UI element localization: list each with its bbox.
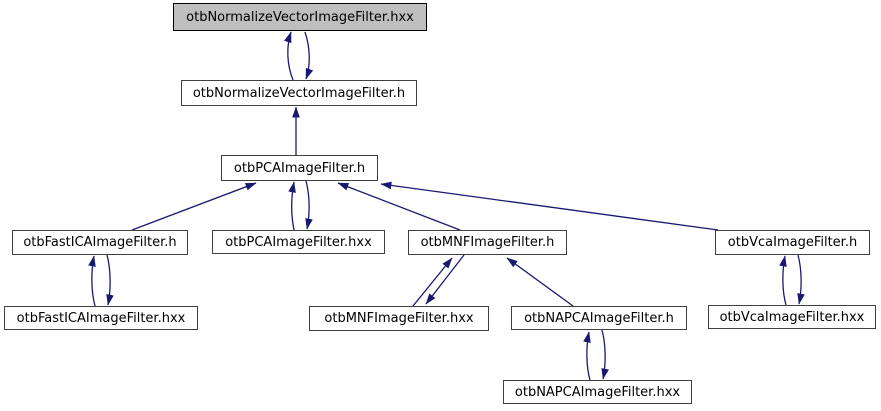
node-otbVcaImageFilter-h[interactable]: otbVcaImageFilter.h <box>715 230 870 255</box>
edge <box>601 329 609 380</box>
edge <box>304 31 314 80</box>
node-otbPCAImageFilter-h[interactable]: otbPCAImageFilter.h <box>221 155 378 181</box>
edge <box>779 255 787 306</box>
edge <box>106 254 114 306</box>
node-otbFastICAImageFilter-h[interactable]: otbFastICAImageFilter.h <box>12 230 188 255</box>
node-otbMNFImageFilter-hxx[interactable]: otbMNFImageFilter.hxx <box>309 306 489 331</box>
edge <box>288 181 296 231</box>
edge <box>337 182 461 231</box>
edge <box>425 254 465 305</box>
node-otbNAPCAImageFilter-hxx[interactable]: otbNAPCAImageFilter.hxx <box>503 380 692 404</box>
node-otbFastICAImageFilter-hxx[interactable]: otbFastICAImageFilter.hxx <box>4 306 198 330</box>
edge <box>797 254 805 305</box>
edge <box>583 331 591 381</box>
node-otbNormalizeVectorImageFilter-h[interactable]: otbNormalizeVectorImageFilter.h <box>181 80 417 106</box>
node-otbVcaImageFilter-hxx[interactable]: otbVcaImageFilter.hxx <box>708 305 876 329</box>
edge <box>88 255 96 307</box>
edge <box>305 180 313 230</box>
edge <box>412 257 453 307</box>
node-otbMNFImageFilter-h[interactable]: otbMNFImageFilter.h <box>408 230 567 255</box>
node-otbNormalizeVectorImageFilter-hxx: otbNormalizeVectorImageFilter.hxx <box>173 3 427 31</box>
edge <box>131 182 257 231</box>
edge <box>506 257 574 307</box>
edge <box>284 31 294 81</box>
edge <box>380 181 719 231</box>
node-otbNAPCAImageFilter-h[interactable]: otbNAPCAImageFilter.h <box>511 306 687 330</box>
node-otbPCAImageFilter-hxx[interactable]: otbPCAImageFilter.hxx <box>212 230 385 254</box>
